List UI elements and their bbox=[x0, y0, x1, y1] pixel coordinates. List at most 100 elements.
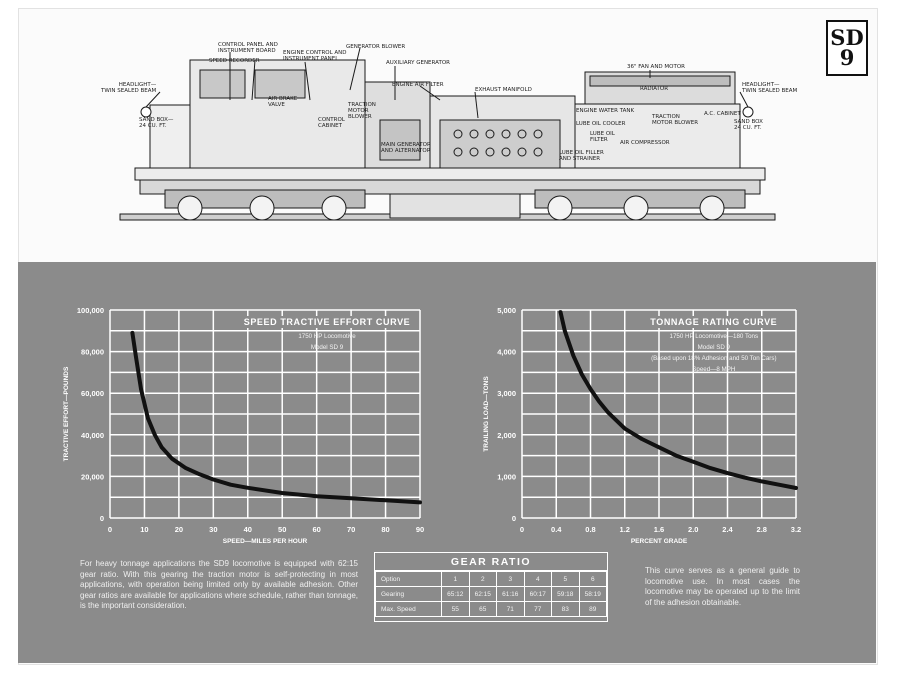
chart1-subtitle: Model SD 9 bbox=[311, 344, 344, 351]
gear-ratio-table: GEAR RATIO Option 1 2 3 4 5 6 Gearing 65… bbox=[374, 552, 608, 622]
chart2-ytick-label: 5,000 bbox=[497, 306, 516, 315]
chart2-title: TONNAGE RATING CURVE bbox=[650, 317, 777, 327]
chart2-xtick-label: 1.6 bbox=[654, 525, 664, 534]
chart2-xtick-label: 0.8 bbox=[585, 525, 595, 534]
chart1-xtick-label: 10 bbox=[140, 525, 148, 534]
chart1-title: SPEED TRACTIVE EFFORT CURVE bbox=[244, 317, 411, 327]
chart1-ytick-label: 60,000 bbox=[81, 389, 104, 398]
table-cell: 3 bbox=[496, 571, 525, 587]
gearing-paragraph: For heavy tonnage applications the SD9 l… bbox=[80, 559, 358, 611]
chart1-xtick-label: 80 bbox=[381, 525, 389, 534]
label-generator-blower: Generator blower bbox=[346, 44, 406, 50]
table-cell: Gearing bbox=[375, 586, 442, 602]
chart1-ytick-label: 80,000 bbox=[81, 348, 104, 357]
chart1-xtick-label: 70 bbox=[347, 525, 355, 534]
gear-ratio-title: GEAR RATIO bbox=[375, 553, 607, 571]
table-cell: 83 bbox=[551, 601, 580, 617]
table-cell: 58:19 bbox=[578, 586, 607, 602]
chart2-ytick-label: 0 bbox=[512, 514, 516, 523]
label-air-compressor: Air compressor bbox=[620, 140, 670, 146]
label-ac-cabinet: A.C. cabinet bbox=[704, 111, 741, 117]
table-cell: 65 bbox=[468, 601, 497, 617]
label-radiator: Radiator bbox=[640, 86, 669, 92]
table-cell: 60:17 bbox=[523, 586, 552, 602]
table-cell: 62:15 bbox=[468, 586, 497, 602]
chart2-xtick-label: 3.2 bbox=[791, 525, 801, 534]
chart1-series-curve bbox=[130, 330, 422, 505]
chart2-subtitle: 1750 HP Locomotive—180 Tons bbox=[670, 333, 759, 340]
chart1-xtick-label: 30 bbox=[209, 525, 217, 534]
chart2-xtick-label: 0.4 bbox=[551, 525, 562, 534]
table-cell: 1 bbox=[441, 571, 470, 587]
chart2-ytick-label: 2,000 bbox=[497, 431, 516, 440]
label-lube-oil-cooler: Lube oil cooler bbox=[576, 121, 626, 127]
label-exhaust-manifold: Exhaust manifold bbox=[475, 87, 532, 93]
chart2-xtick-label: 1.2 bbox=[620, 525, 630, 534]
label-control-panel: Control panel and instrument board bbox=[218, 42, 278, 54]
table-cell: Max. Speed bbox=[375, 601, 442, 617]
chart2-xtick-label: 2.8 bbox=[757, 525, 767, 534]
chart2-xtick-label: 2.0 bbox=[688, 525, 698, 534]
table-cell: 2 bbox=[468, 571, 497, 587]
table-cell: 6 bbox=[578, 571, 607, 587]
label-auxiliary-generator: Auxiliary generator bbox=[386, 60, 450, 66]
chart2-subtitle: Speed—8 MPH bbox=[692, 366, 735, 373]
table-cell: 61:16 bbox=[496, 586, 525, 602]
label-headlight-right: Headlight— twin sealed beam bbox=[742, 82, 798, 94]
badge-line-1: SD bbox=[830, 25, 864, 50]
chart2-xtick-label: 2.4 bbox=[722, 525, 733, 534]
chart2-ylabel: TRAILING LOAD—TONS bbox=[483, 376, 490, 452]
locomotive-diagram bbox=[119, 47, 776, 221]
label-engine-air-filter: Engine air filter bbox=[392, 82, 444, 88]
chart2-subtitle: Model SD 9 bbox=[698, 344, 731, 351]
table-row: Gearing 65:12 62:15 61:16 60:17 59:18 58… bbox=[375, 586, 607, 602]
label-headlight-left: Headlight— twin sealed beam bbox=[101, 82, 157, 94]
label-speed-recorder: Speed recorder bbox=[209, 58, 260, 64]
table-cell: 4 bbox=[523, 571, 552, 587]
chart1-xtick-label: 0 bbox=[108, 525, 112, 534]
chart1-ylabel: TRACTIVE EFFORT—POUNDS bbox=[63, 366, 70, 461]
chart2-subtitle: (Based upon 18% Adhesion and 50 Ton Cars… bbox=[651, 355, 776, 362]
table-cell: 77 bbox=[523, 601, 552, 617]
chart1-ytick-label: 20,000 bbox=[81, 472, 104, 481]
table-cell: 55 bbox=[441, 601, 470, 617]
chart2-ytick-label: 1,000 bbox=[497, 472, 516, 481]
model-badge: SD 9 bbox=[826, 20, 868, 76]
table-cell: 65:12 bbox=[441, 586, 470, 602]
label-traction-motor-blower-rear: Traction motor blower bbox=[652, 114, 699, 126]
chart2-ytick-label: 4,000 bbox=[497, 348, 516, 357]
chart2-title-bg bbox=[637, 316, 791, 328]
label-sand-box-left: Sand box— 24 cu. ft. bbox=[139, 117, 174, 129]
chart2-ytick-label: 3,000 bbox=[497, 389, 516, 398]
chart1-title-bg bbox=[240, 316, 414, 328]
label-fan-and-motor: 36" fan and motor bbox=[627, 64, 686, 70]
table-row: Max. Speed 55 65 71 77 83 89 bbox=[375, 601, 607, 617]
gear-ratio-grid: Option 1 2 3 4 5 6 Gearing 65:12 62:15 6… bbox=[375, 571, 607, 617]
chart1-xtick-label: 50 bbox=[278, 525, 286, 534]
chart1-subtitle: 1750 HP Locomotive bbox=[298, 333, 356, 340]
label-air-brake-valve: Air brake valve bbox=[268, 96, 298, 108]
chart1-ytick-label: 40,000 bbox=[81, 431, 104, 440]
label-main-generator: Main generator and alternator bbox=[381, 142, 431, 154]
label-engine-control: Engine control and instrument panel bbox=[283, 50, 347, 62]
chart2-series-curve bbox=[558, 310, 798, 490]
label-sand-box-right: Sand box 24 cu. ft. bbox=[734, 119, 763, 131]
chart1-ytick-label: 100,000 bbox=[77, 306, 104, 315]
chart1-xlabel: SPEED—MILES PER HOUR bbox=[223, 538, 308, 545]
table-cell: Option bbox=[375, 571, 442, 587]
table-cell: 71 bbox=[496, 601, 525, 617]
chart1-xtick-label: 20 bbox=[175, 525, 183, 534]
table-cell: 59:18 bbox=[551, 586, 580, 602]
badge-line-2: 9 bbox=[839, 45, 855, 70]
label-engine-water-tank: Engine water tank bbox=[576, 108, 635, 114]
label-control-cabinet: Control cabinet bbox=[318, 117, 345, 129]
label-lube-oil-filter: Lube oil filter bbox=[590, 131, 615, 143]
chart2-xlabel: PERCENT GRADE bbox=[631, 538, 688, 545]
table-row: Option 1 2 3 4 5 6 bbox=[375, 571, 607, 587]
table-cell: 89 bbox=[578, 601, 607, 617]
chart1-xtick-label: 60 bbox=[312, 525, 320, 534]
label-lube-oil-filler: Lube oil filler and strainer bbox=[559, 150, 604, 162]
table-cell: 5 bbox=[551, 571, 580, 587]
label-traction-motor-blower: Traction motor blower bbox=[348, 102, 376, 120]
